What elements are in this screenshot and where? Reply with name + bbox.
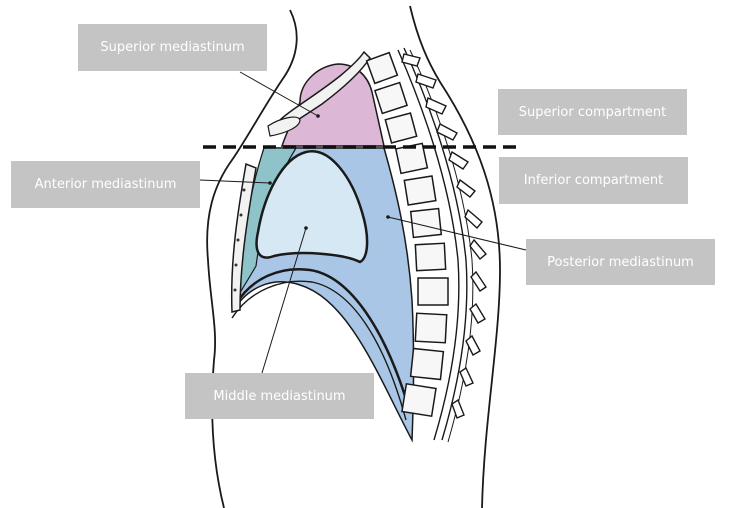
vertebra [409, 347, 445, 381]
first-rib [267, 116, 301, 137]
leader-dot [268, 181, 272, 185]
label-anterior-mediastinum: Anterior mediastinum [11, 161, 200, 208]
vertebra [403, 175, 437, 206]
leader-line [261, 227, 307, 374]
spinous-process [401, 53, 421, 67]
sternum-dot [242, 188, 246, 192]
sternum-dot [234, 263, 238, 267]
sternum-dot [233, 288, 237, 292]
vertebra [409, 207, 443, 239]
vertebra [384, 112, 418, 144]
back-contour [409, 5, 501, 508]
spinous-process [456, 178, 477, 198]
leader-dot [386, 215, 390, 219]
diaphragm-inner [231, 280, 407, 421]
sternum-dot [239, 213, 243, 217]
spinous-process [459, 366, 474, 387]
spinous-process [465, 334, 481, 356]
spinous-process [464, 208, 483, 230]
spinous-process [436, 123, 458, 141]
leader-dot [316, 114, 320, 118]
spinous-processes [401, 53, 487, 419]
clavicle [279, 50, 371, 130]
leader-line [199, 179, 271, 184]
vertebra [414, 242, 447, 272]
spinal-canal [397, 49, 460, 441]
superior-mediastinum-region [280, 63, 385, 147]
vertebra [414, 312, 448, 344]
vertebra [373, 81, 409, 115]
vertebra [417, 277, 449, 306]
spinous-process [451, 398, 465, 419]
spinous-process [469, 302, 486, 324]
label-superior-compartment: Superior compartment [498, 89, 687, 135]
leader-dot [304, 226, 308, 230]
spinal-canal [403, 47, 468, 441]
vertebra [365, 51, 399, 85]
spinous-process [470, 270, 487, 292]
label-posterior-mediastinum: Posterior mediastinum [526, 239, 715, 285]
middle-mediastinum-region [255, 150, 369, 264]
spinous-process [448, 150, 470, 170]
spinous-process [415, 73, 437, 89]
label-superior-mediastinum: Superior mediastinum [78, 24, 267, 71]
label-middle-mediastinum: Middle mediastinum [185, 373, 374, 419]
spinous-process [425, 97, 447, 115]
vertebra [401, 382, 437, 418]
label-inferior-compartment: Inferior compartment [499, 157, 688, 204]
sternum-dot [236, 238, 240, 242]
sternum [230, 162, 257, 313]
leader-line [239, 71, 319, 117]
spinous-process [469, 238, 487, 261]
leader-lines [199, 71, 527, 374]
leader-line [387, 216, 527, 251]
diaphragm [234, 268, 412, 413]
